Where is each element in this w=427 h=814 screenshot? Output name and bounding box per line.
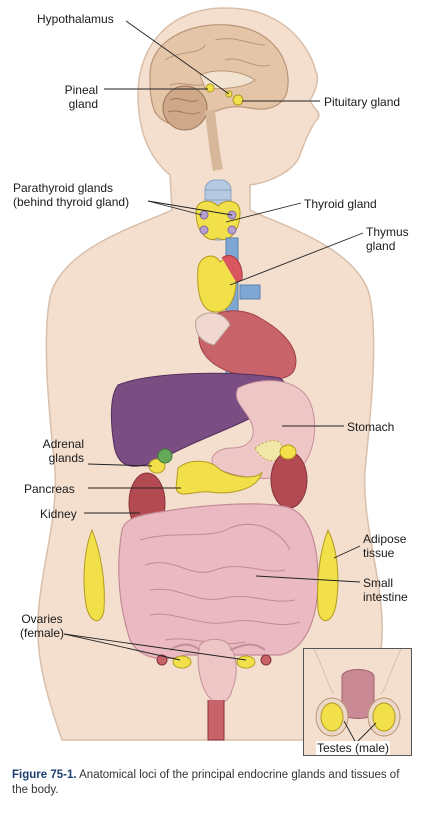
leader-lines <box>63 20 364 661</box>
caption-figure-label: Figure 75-1. <box>12 769 77 781</box>
label-ovaries: Ovaries (female) <box>10 612 74 640</box>
label-adrenal-line2: glands <box>48 451 84 465</box>
label-adipose-tissue: Adipose tissue <box>363 532 406 560</box>
label-small-intestine: Small intestine <box>363 576 408 604</box>
adipose-left-shape <box>83 528 105 622</box>
pineal-gland-shape <box>205 83 215 93</box>
label-pituitary-gland: Pituitary gland <box>324 95 401 109</box>
testes-illustration <box>304 648 411 755</box>
label-parathyroid-glands: Parathyroid glands (behind thyroid gland… <box>13 181 129 209</box>
ovary-right-shape <box>236 655 256 669</box>
label-ovaries-line1: Ovaries <box>21 612 63 626</box>
intestines <box>118 503 319 660</box>
label-pineal-line2: gland <box>68 97 98 111</box>
ovary-left-shape <box>172 655 192 669</box>
kidney-right-shape <box>270 451 308 509</box>
label-pancreas: Pancreas <box>24 482 75 496</box>
testis-left-shape <box>320 702 344 732</box>
figure-caption: Figure 75-1. Anatomical loci of the prin… <box>12 768 417 798</box>
label-adrenal-line1: Adrenal <box>42 437 84 451</box>
adipose-right-shape <box>317 528 339 622</box>
label-testes: Testes (male) <box>316 741 391 755</box>
label-kidney: Kidney <box>40 507 77 521</box>
uterus-shape <box>197 638 237 704</box>
label-pineal-line1: Pineal <box>64 83 98 97</box>
label-small-intestine-line2: intestine <box>363 590 408 604</box>
pancreas-shape <box>175 460 263 495</box>
label-parathyroid-line1: Parathyroid glands <box>13 181 114 195</box>
brain <box>149 24 289 171</box>
label-thyroid-gland: Thyroid gland <box>304 197 377 211</box>
label-ovaries-line2: (female) <box>19 626 64 640</box>
label-thymus-line2: gland <box>366 239 396 253</box>
label-adrenal-glands: Adrenal glands <box>20 437 84 465</box>
body-illustration <box>37 7 383 741</box>
pituitary-gland-shape <box>232 94 244 106</box>
testes-inset: Testes (male) <box>303 648 412 756</box>
label-small-intestine-line1: Small <box>363 576 394 590</box>
testis-right-shape <box>372 702 396 732</box>
label-hypothalamus: Hypothalamus <box>37 12 114 26</box>
label-parathyroid-line2: (behind thyroid gland) <box>13 195 130 209</box>
label-thymus-gland: Thymus gland <box>366 225 409 253</box>
label-adipose-line2: tissue <box>363 546 395 560</box>
label-pineal-gland: Pineal gland <box>38 83 98 111</box>
caption-text: Anatomical loci of the principal endocri… <box>12 769 400 796</box>
label-stomach: Stomach <box>347 420 395 434</box>
label-adipose-line1: Adipose <box>363 532 407 546</box>
label-thymus-line1: Thymus <box>366 225 409 239</box>
